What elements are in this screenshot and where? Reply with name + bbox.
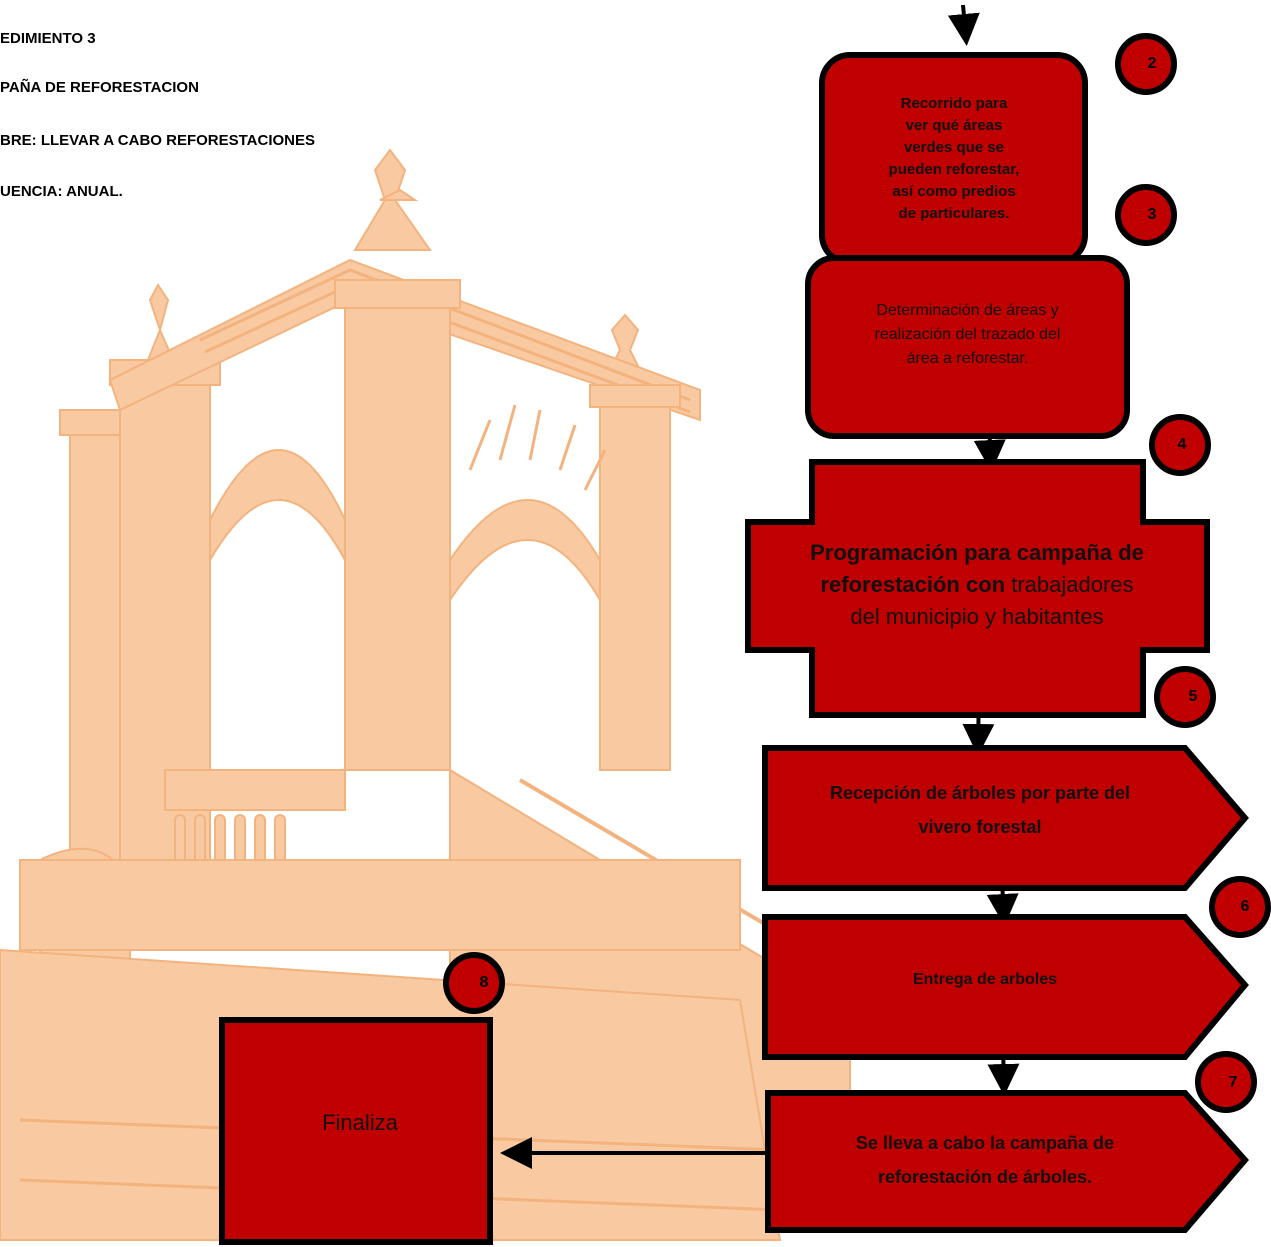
- badge-5: 5: [1188, 688, 1198, 705]
- badge-5-circle: [1154, 666, 1216, 728]
- badge-8-circle: [443, 952, 505, 1014]
- building-watermark: [0, 148, 862, 1241]
- node-finaliza-shape: [219, 1017, 493, 1245]
- node-campana-shape: [765, 1090, 1249, 1233]
- recorrido-line-2: ver qué áreas: [905, 117, 1003, 134]
- entrega-line-1: Entrega de arboles: [912, 971, 1058, 988]
- arrow-entry: [947, 4, 980, 46]
- recepcion-line-2: vivero forestal: [918, 817, 1042, 837]
- nodes: [219, 52, 1249, 1245]
- determinacion-line-3: área a reforestar.: [906, 350, 1029, 367]
- header-procedimiento: EDIMIENTO 3: [0, 30, 96, 47]
- programacion-line-1: Programación para campaña de: [810, 540, 1144, 565]
- determinacion-line-2: realización del trazado del: [874, 326, 1061, 343]
- programacion-line-2: reforestación con trabajadores: [820, 569, 1133, 601]
- programacion-line-2-normal: trabajadores: [1005, 572, 1134, 597]
- node-recepcion-shape: [762, 745, 1249, 891]
- step-badges: [443, 33, 1271, 1113]
- finaliza-label: Finaliza: [322, 1110, 398, 1135]
- badge-4: 4: [1177, 436, 1187, 453]
- node-entrega-shape: [762, 914, 1249, 1060]
- node-entrega: Entrega de arboles: [770, 965, 1200, 995]
- header-nombre: BRE: LLEVAR A CABO REFORESTACIONES: [0, 132, 316, 149]
- header-frecuencia: UENCIA: ANUAL.: [0, 183, 123, 200]
- recorrido-line-3: verdes que se: [903, 139, 1005, 156]
- badge-3: 3: [1147, 206, 1157, 223]
- header-campana: PAÑA DE REFORESTACION: [0, 79, 199, 96]
- node-recepcion: Recepción de árboles por parte del viver…: [770, 770, 1190, 850]
- badge-2-circle: [1115, 33, 1177, 95]
- badge-7: 7: [1228, 1074, 1238, 1091]
- determinacion-line-1: Determinación de áreas y: [876, 302, 1059, 319]
- node-programacion: Programación para campaña de reforestaci…: [752, 530, 1202, 640]
- badge-2: 2: [1147, 55, 1157, 72]
- badge-4-circle: [1149, 414, 1211, 476]
- recorrido-line-6: de particulares.: [898, 205, 1010, 222]
- campana-line-2: reforestación de árboles.: [877, 1167, 1093, 1187]
- programacion-line-3: del municipio y habitantes: [850, 604, 1104, 629]
- badge-8: 8: [479, 974, 489, 991]
- programacion-line-2-bold: reforestación con: [820, 572, 1006, 597]
- badge-3-circle: [1115, 184, 1177, 246]
- recorrido-line-4: pueden reforestar,: [888, 161, 1020, 178]
- node-campana: Se lleva a cabo la campaña de reforestac…: [770, 1120, 1200, 1200]
- node-programacion-shape: [745, 459, 1210, 718]
- recorrido-line-1: Recorrido para: [900, 95, 1008, 112]
- badge-7-circle: [1195, 1051, 1257, 1113]
- badge-6: 6: [1240, 898, 1250, 915]
- recepcion-line-1: Recepción de árboles por parte del: [829, 783, 1131, 803]
- node-recorrido: Recorrido para ver qué áreas verdes que …: [845, 70, 1063, 248]
- campana-line-1: Se lleva a cabo la campaña de: [855, 1133, 1115, 1153]
- recorrido-line-5: así como predios: [892, 183, 1016, 200]
- node-finaliza: Finaliza: [310, 1105, 410, 1141]
- node-determinacion: Determinación de áreas y realización del…: [830, 290, 1105, 380]
- badge-6-circle: [1209, 876, 1271, 938]
- node-determinacion-shape: [805, 255, 1130, 439]
